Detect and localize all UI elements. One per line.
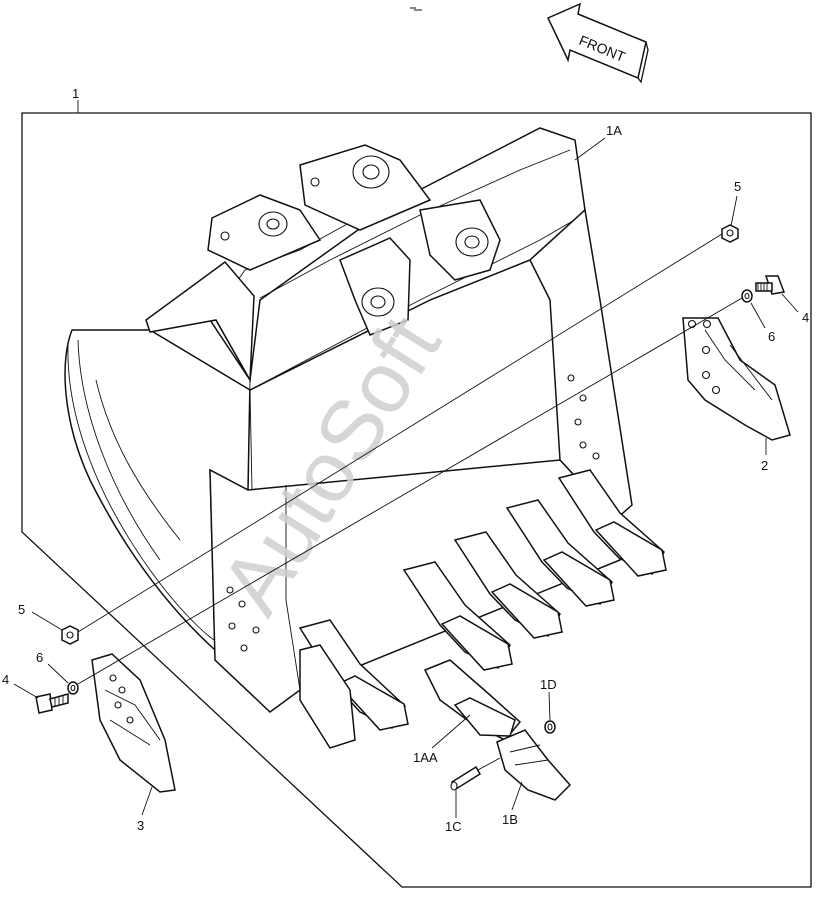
side-cutter-left-part — [91, 653, 176, 793]
callout-washer-left: 6 — [36, 650, 43, 665]
tooth-assembly-part — [423, 659, 522, 741]
pin-part — [450, 765, 482, 791]
washer-right-part — [741, 289, 753, 303]
assembly-line-nut — [77, 233, 723, 633]
washer-left-part — [67, 681, 79, 695]
leader-tooth — [511, 781, 523, 811]
top-mark — [410, 7, 422, 11]
bucket-teeth — [298, 469, 667, 749]
callout-pin: 1C — [445, 819, 462, 834]
nut-left-part — [61, 625, 79, 645]
callout-bolt-left: 4 — [2, 672, 9, 687]
nut-right-part — [721, 224, 739, 243]
leader-nut-right — [730, 195, 738, 227]
leader-side-cutter-left — [141, 786, 153, 816]
front-arrow-icon: FRONT — [546, 2, 649, 84]
callout-bucket: 1A — [606, 123, 622, 138]
assembly-line-washer — [77, 297, 743, 685]
bolt-right-part — [755, 275, 786, 295]
callout-bolt-right: 4 — [802, 310, 809, 325]
leader-pin — [477, 757, 501, 771]
side-cutter-right-part — [682, 317, 791, 441]
leader-nut-left — [31, 611, 63, 631]
tooth-part — [496, 729, 572, 801]
leader-retainer — [548, 691, 551, 721]
callout-tooth-assembly: 1AA — [413, 750, 438, 765]
bolt-left-part — [35, 693, 69, 714]
leader-tooth-assembly — [431, 714, 471, 749]
leader-bolt-left — [13, 683, 39, 699]
callout-nut-right: 5 — [734, 179, 741, 194]
retainer-part — [544, 720, 556, 734]
leader-bucket — [574, 137, 606, 161]
callout-side-cutter-right: 2 — [761, 458, 768, 473]
callout-washer-right: 6 — [768, 329, 775, 344]
callout-retainer: 1D — [540, 677, 557, 692]
callout-nut-left: 5 — [18, 602, 25, 617]
leader-washer-left — [47, 663, 69, 684]
leader-bolt-right — [781, 293, 799, 313]
assembly-frame — [21, 112, 812, 888]
callout-tooth: 1B — [502, 812, 518, 827]
callout-side-cutter-left: 3 — [137, 818, 144, 833]
leader-washer-right — [750, 302, 766, 329]
callout-assembly: 1 — [72, 86, 79, 101]
